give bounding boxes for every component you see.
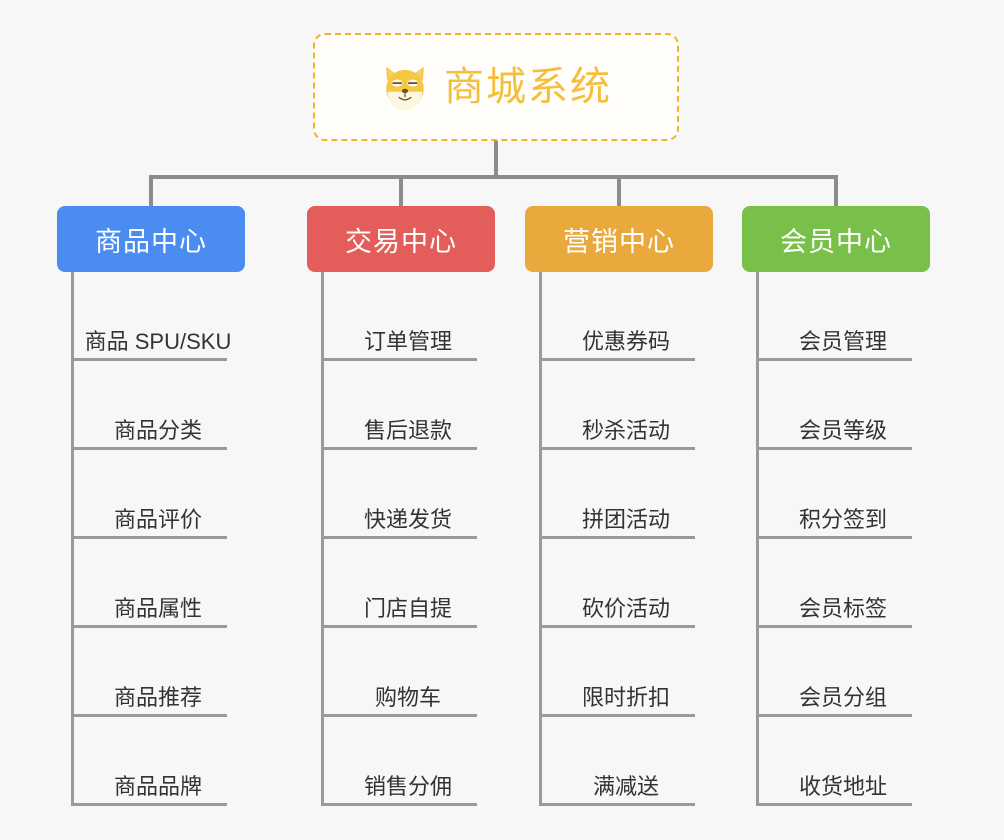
connector-horizontal-bus bbox=[149, 175, 838, 179]
item-underline bbox=[756, 803, 912, 806]
item-underline bbox=[321, 714, 477, 717]
item-label: 优惠券码 bbox=[581, 328, 670, 354]
item-label: 会员等级 bbox=[798, 417, 887, 443]
item-label: 商品推荐 bbox=[113, 684, 202, 710]
list-item[interactable]: 销售分佣 bbox=[307, 717, 495, 806]
item-underline bbox=[321, 358, 477, 361]
item-column-trade-center: 订单管理 售后退款 快递发货 门店自提 购物车 销售分佣 bbox=[307, 272, 495, 806]
item-underline bbox=[321, 803, 477, 806]
category-box-marketing-center[interactable]: 营销中心 bbox=[525, 206, 713, 272]
list-item[interactable]: 拼团活动 bbox=[525, 450, 713, 539]
category-label: 会员中心 bbox=[780, 226, 892, 257]
root-node-mall-system[interactable]: 商城系统 bbox=[313, 33, 679, 141]
item-underline bbox=[321, 447, 477, 450]
item-label: 商品品牌 bbox=[113, 773, 202, 799]
column-spine bbox=[71, 272, 74, 806]
connector-drop-4 bbox=[834, 177, 838, 208]
list-item[interactable]: 售后退款 bbox=[307, 361, 495, 450]
item-label: 购物车 bbox=[374, 684, 441, 710]
item-underline bbox=[71, 536, 227, 539]
item-underline bbox=[539, 536, 695, 539]
root-node-title: 商城系统 bbox=[444, 65, 612, 109]
item-underline bbox=[71, 447, 227, 450]
list-item[interactable]: 限时折扣 bbox=[525, 628, 713, 717]
category-box-member-center[interactable]: 会员中心 bbox=[742, 206, 930, 272]
list-item[interactable]: 收货地址 bbox=[742, 717, 930, 806]
item-label: 商品评价 bbox=[113, 506, 202, 532]
category-box-product-center[interactable]: 商品中心 bbox=[57, 206, 245, 272]
item-label: 会员管理 bbox=[798, 328, 887, 354]
item-underline bbox=[539, 358, 695, 361]
item-label: 会员分组 bbox=[798, 684, 887, 710]
shiba-dog-icon bbox=[386, 66, 424, 111]
column-spine bbox=[321, 272, 324, 806]
item-underline bbox=[71, 625, 227, 628]
item-column-marketing-center: 优惠券码 秒杀活动 拼团活动 砍价活动 限时折扣 满减送 bbox=[525, 272, 713, 806]
item-underline bbox=[71, 714, 227, 717]
column-spine bbox=[756, 272, 759, 806]
item-underline bbox=[321, 625, 477, 628]
list-item[interactable]: 会员管理 bbox=[742, 272, 930, 361]
item-column-member-center: 会员管理 会员等级 积分签到 会员标签 会员分组 收货地址 bbox=[742, 272, 930, 806]
list-item[interactable]: 商品品牌 bbox=[57, 717, 245, 806]
category-label: 交易中心 bbox=[345, 226, 457, 257]
connector-drop-3 bbox=[617, 177, 621, 208]
connector-drop-2 bbox=[399, 177, 403, 208]
list-item[interactable]: 订单管理 bbox=[307, 272, 495, 361]
item-underline bbox=[756, 447, 912, 450]
list-item[interactable]: 商品分类 bbox=[57, 361, 245, 450]
list-item[interactable]: 商品推荐 bbox=[57, 628, 245, 717]
list-item[interactable]: 商品属性 bbox=[57, 539, 245, 628]
connector-drop-1 bbox=[149, 177, 153, 208]
item-label: 限时折扣 bbox=[581, 684, 670, 710]
list-item[interactable]: 购物车 bbox=[307, 628, 495, 717]
item-underline bbox=[756, 714, 912, 717]
item-label: 商品分类 bbox=[113, 417, 202, 443]
item-label: 销售分佣 bbox=[363, 773, 452, 799]
item-underline bbox=[71, 358, 227, 361]
item-label: 拼团活动 bbox=[581, 506, 670, 532]
list-item[interactable]: 会员分组 bbox=[742, 628, 930, 717]
list-item[interactable]: 满减送 bbox=[525, 717, 713, 806]
connector-root-stem bbox=[494, 141, 498, 177]
item-underline bbox=[539, 447, 695, 450]
item-underline bbox=[756, 536, 912, 539]
list-item[interactable]: 商品 SPU/SKU bbox=[57, 272, 245, 361]
list-item[interactable]: 积分签到 bbox=[742, 450, 930, 539]
category-label: 营销中心 bbox=[563, 226, 675, 257]
item-underline bbox=[756, 625, 912, 628]
item-label: 砍价活动 bbox=[581, 595, 670, 621]
list-item[interactable]: 快递发货 bbox=[307, 450, 495, 539]
category-box-trade-center[interactable]: 交易中心 bbox=[307, 206, 495, 272]
list-item[interactable]: 秒杀活动 bbox=[525, 361, 713, 450]
item-underline bbox=[71, 803, 227, 806]
list-item[interactable]: 优惠券码 bbox=[525, 272, 713, 361]
column-spine bbox=[539, 272, 542, 806]
list-item[interactable]: 砍价活动 bbox=[525, 539, 713, 628]
item-label: 收货地址 bbox=[798, 773, 887, 799]
item-column-product-center: 商品 SPU/SKU 商品分类 商品评价 商品属性 商品推荐 商品品牌 bbox=[57, 272, 245, 806]
item-label: 商品属性 bbox=[113, 595, 202, 621]
list-item[interactable]: 会员等级 bbox=[742, 361, 930, 450]
category-label: 商品中心 bbox=[95, 226, 207, 257]
item-label: 快递发货 bbox=[363, 506, 452, 532]
item-underline bbox=[539, 803, 695, 806]
item-label: 售后退款 bbox=[363, 417, 452, 443]
item-label: 订单管理 bbox=[363, 328, 452, 354]
item-underline bbox=[539, 625, 695, 628]
item-underline bbox=[756, 358, 912, 361]
item-label: 会员标签 bbox=[798, 595, 887, 621]
item-label: 商品 SPU/SKU bbox=[84, 328, 232, 354]
item-label: 满减送 bbox=[592, 773, 659, 799]
item-label: 门店自提 bbox=[363, 595, 452, 621]
list-item[interactable]: 会员标签 bbox=[742, 539, 930, 628]
item-label: 秒杀活动 bbox=[581, 417, 670, 443]
list-item[interactable]: 商品评价 bbox=[57, 450, 245, 539]
item-underline bbox=[539, 714, 695, 717]
item-label: 积分签到 bbox=[798, 506, 887, 532]
list-item[interactable]: 门店自提 bbox=[307, 539, 495, 628]
item-underline bbox=[321, 536, 477, 539]
